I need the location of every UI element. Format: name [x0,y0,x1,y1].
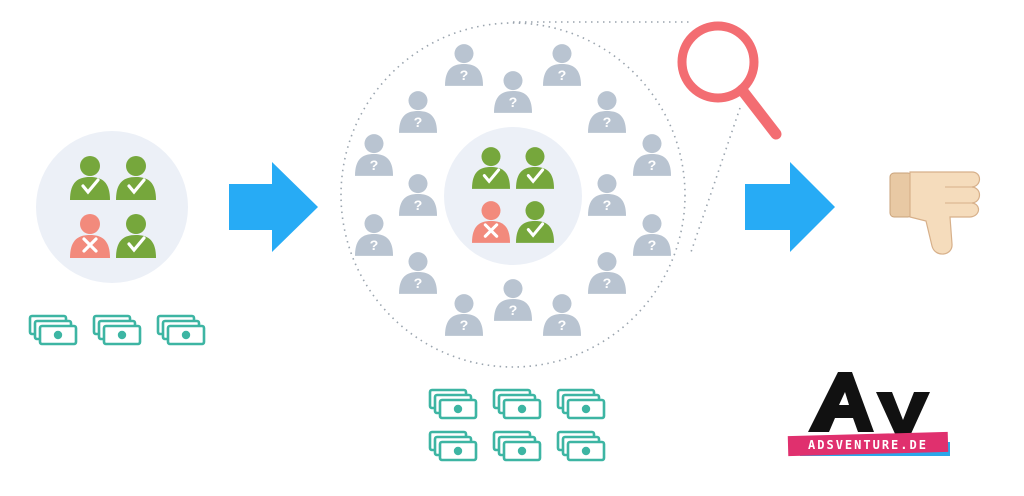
svg-text:?: ? [558,318,567,334]
money-stack-icon [428,388,478,420]
small-audience-group [70,156,156,258]
question-person-icon: ? [494,279,532,321]
svg-text:?: ? [603,276,612,292]
question-person-icon: ? [399,91,437,133]
x-person-icon [472,201,510,243]
svg-text:?: ? [370,238,379,254]
svg-text:?: ? [509,95,518,111]
check-person-icon [116,214,156,258]
small-audience-circle [36,131,188,283]
large-budget-money [428,388,606,462]
question-person-icon: ? [543,294,581,336]
money-stack-icon [492,430,542,462]
question-person-icon: ? [445,294,483,336]
unknown-audience-ring: ???????????????? [355,44,671,336]
money-stack-icon [428,430,478,462]
right-arrow-icon [229,162,318,252]
inner-audience-group [472,147,554,243]
question-person-icon: ? [494,71,532,113]
svg-text:?: ? [648,158,657,174]
small-budget-money [28,314,206,346]
money-stack-icon [156,314,206,346]
question-person-icon: ? [399,252,437,294]
right-arrow-icon [745,162,835,252]
svg-text:?: ? [370,158,379,174]
question-person-icon: ? [399,174,437,216]
check-person-icon [70,156,110,200]
inner-audience-circle [444,127,582,265]
svg-text:?: ? [509,303,518,319]
svg-text:?: ? [603,115,612,131]
money-stack-icon [492,388,542,420]
svg-text:?: ? [558,68,567,84]
svg-text:?: ? [648,238,657,254]
question-person-icon: ? [445,44,483,86]
money-stack-icon [556,430,606,462]
svg-text:?: ? [414,276,423,292]
question-person-icon: ? [588,252,626,294]
question-person-icon: ? [633,214,671,256]
svg-text:?: ? [414,198,423,214]
check-person-icon [516,147,554,189]
check-person-icon [516,201,554,243]
money-stack-icon [28,314,78,346]
question-person-icon: ? [633,134,671,176]
svg-text:?: ? [414,115,423,131]
question-person-icon: ? [543,44,581,86]
magnifier-icon [677,21,782,140]
svg-text:?: ? [603,198,612,214]
check-person-icon [472,147,510,189]
adsventure-logo [787,372,950,457]
logo-text: ADSVENTURE.DE [808,438,928,452]
question-person-icon: ? [355,134,393,176]
svg-text:?: ? [460,68,469,84]
lens-outline [340,21,741,368]
money-stack-icon [92,314,142,346]
question-person-icon: ? [588,91,626,133]
question-person-icon: ? [355,214,393,256]
x-person-icon [70,214,110,258]
thumbs-down-icon [889,171,981,255]
check-person-icon [116,156,156,200]
money-stack-icon [556,388,606,420]
svg-text:?: ? [460,318,469,334]
question-person-icon: ? [588,174,626,216]
